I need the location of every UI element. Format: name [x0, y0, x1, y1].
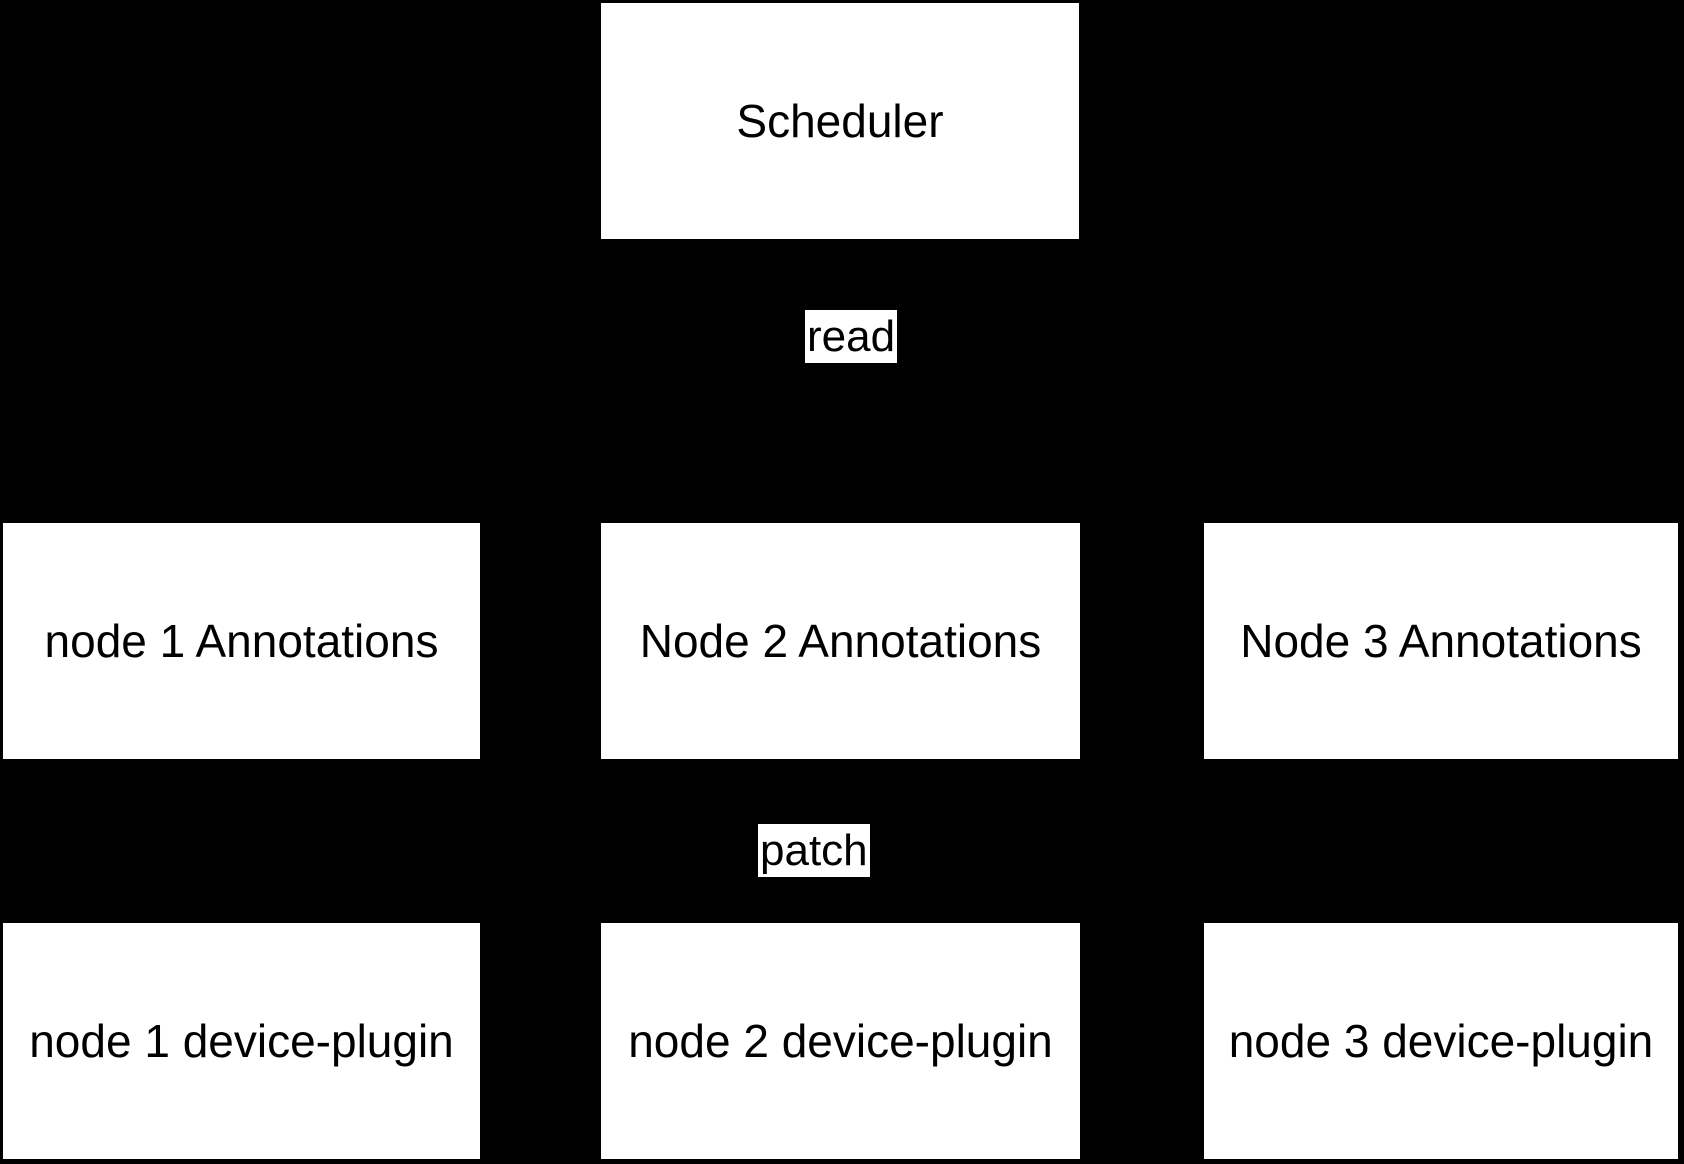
- node3-device-plugin-box: node 3 device-plugin: [1204, 923, 1678, 1159]
- node1-device-plugin-box: node 1 device-plugin: [3, 923, 480, 1159]
- scheduler-node: Scheduler: [601, 3, 1079, 239]
- node1-annotations-box: node 1 Annotations: [3, 523, 480, 759]
- node3-annotations-box: Node 3 Annotations: [1204, 523, 1678, 759]
- node2-device-plugin-box: node 2 device-plugin: [601, 923, 1080, 1159]
- edge-label-read: read: [805, 310, 898, 363]
- node2-annotations-box: Node 2 Annotations: [601, 523, 1080, 759]
- edge-label-patch: patch: [758, 824, 870, 877]
